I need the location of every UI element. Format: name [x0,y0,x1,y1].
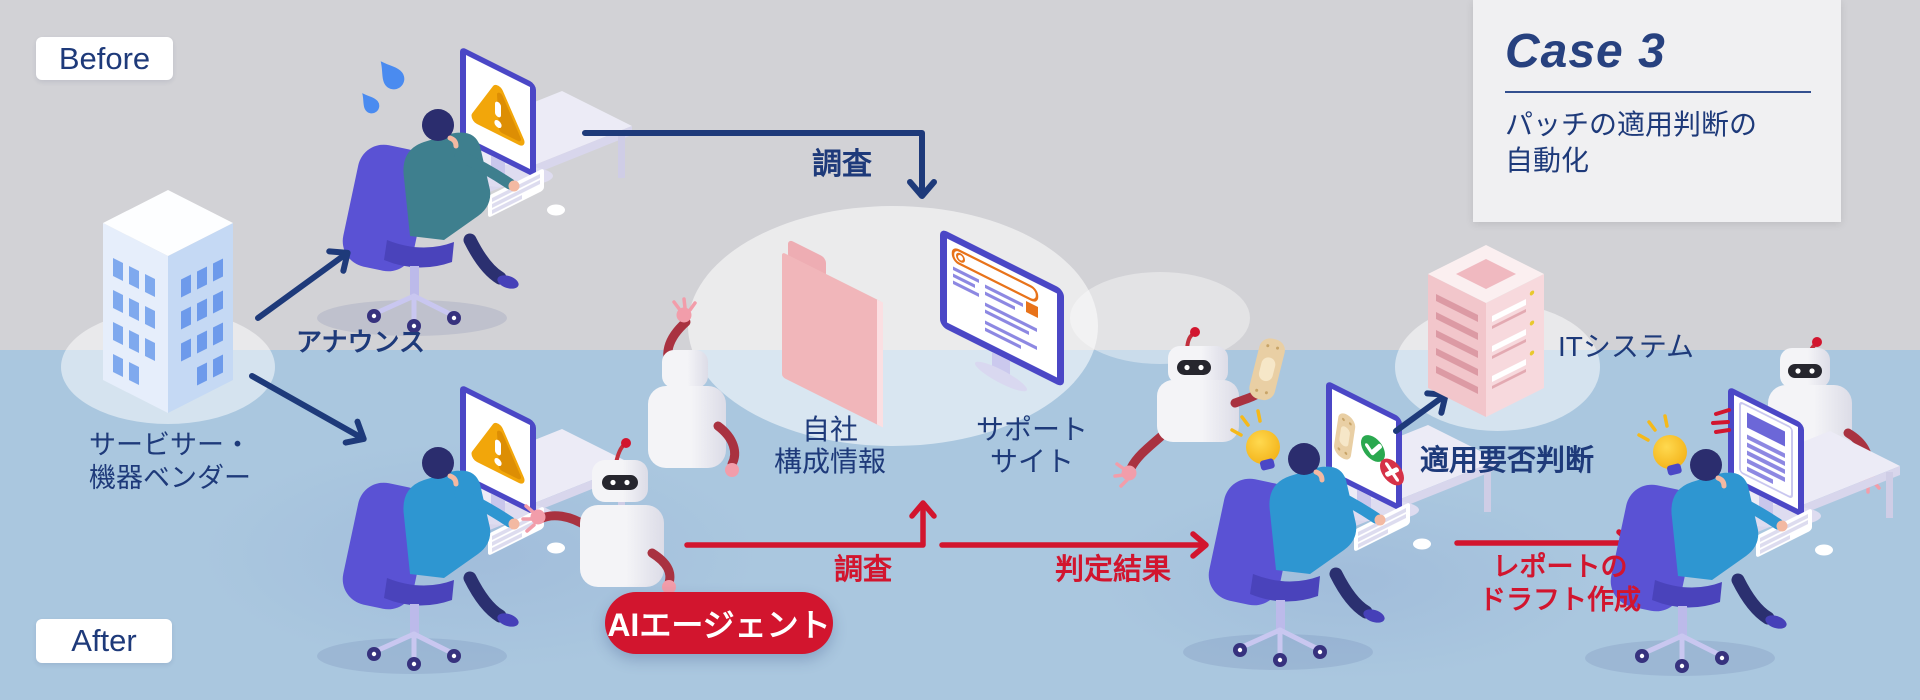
research-after-arrow [684,500,937,548]
support-site-monitor-icon [940,230,1064,392]
idea-bulb-icon-2 [1637,414,1687,476]
case-divider [1505,91,1811,93]
idea-bulb-icon [1230,409,1280,471]
apply-decision-label: 適用要否判断 [1420,445,1595,477]
case-card: Case 3 パッチの適用判断の 自動化 [1473,0,1841,222]
it-system-label: ITシステム [1558,331,1695,362]
announce-arrow-up [255,248,351,321]
apply-arrow [1393,390,1449,434]
config-folder-icon [782,240,883,428]
ai-robot-patch-icon [1113,327,1285,488]
case-title: Case 3 [1505,25,1666,78]
case-description: パッチの適用判断の 自動化 [1505,107,1811,180]
ai-robot-desk-icon [521,438,676,594]
before-label: Before [58,40,151,76]
report-label: レポートの ドラフト作成 [1479,552,1641,615]
after-label: After [71,623,137,658]
vendor-building-icon [61,190,275,424]
research-before-label: 調査 [812,148,872,181]
case-description-line1: パッチの適用判断の [1505,109,1758,140]
sweat-drops-icon [362,61,405,114]
case-description-line2: 自動化 [1505,145,1590,177]
announce-arrow-down [249,373,367,446]
internal-config-label: 自社 構成情報 [773,414,886,478]
support-site-label: サポート サイト [975,414,1088,478]
vendor-label: サービサー・ 機器ベンダー [89,430,251,493]
verdict-label: 判定結果 [1055,554,1172,586]
research-after-label: 調査 [834,554,893,586]
stress-marks-icon [1711,408,1731,434]
ai-robot-reaching-icon [648,297,740,477]
it-system-server-icon [1428,245,1544,417]
before-badge: Before [36,37,173,80]
after-badge: After [36,619,172,663]
ai-agent-badge: AIエージェント [605,592,833,654]
ai-agent-label: AIエージェント [607,607,831,643]
before-worker-desk [317,46,632,336]
announce-label: アナウンス [296,327,425,357]
research-before-arrow [582,130,937,199]
